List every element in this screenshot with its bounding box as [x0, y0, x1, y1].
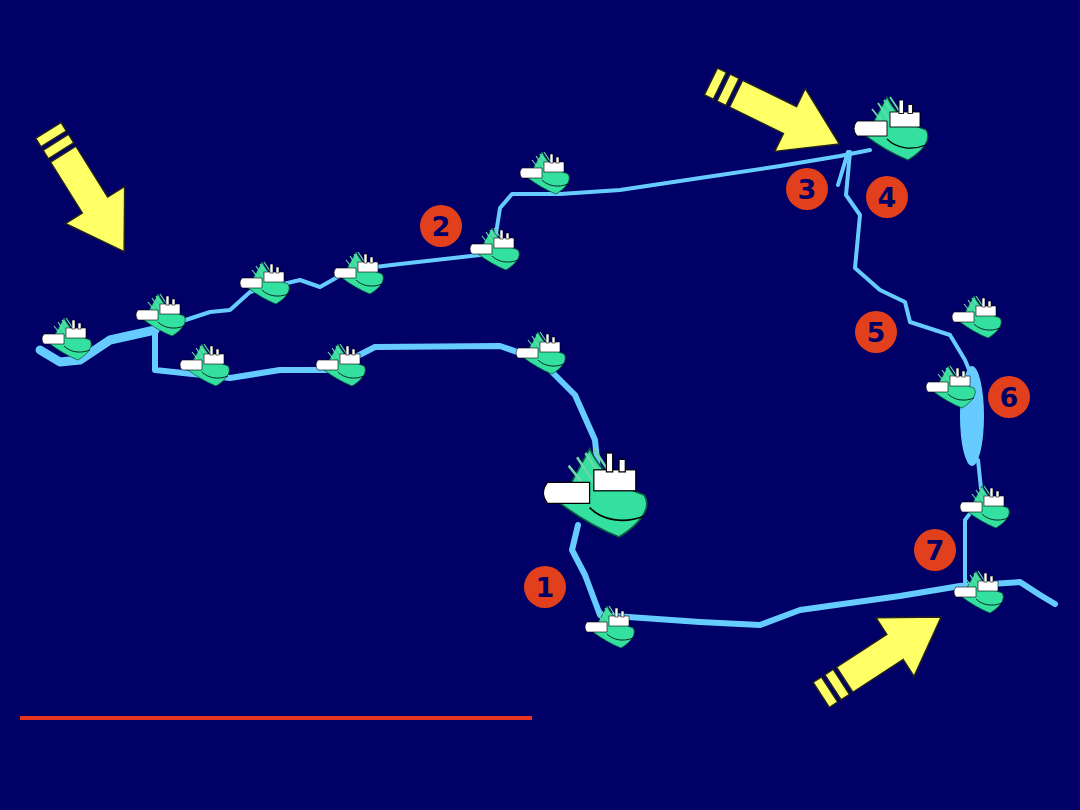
callout-badge: 4 — [866, 176, 908, 218]
callout-number: 6 — [1000, 384, 1019, 411]
callout-number: 7 — [926, 537, 945, 564]
callout-badge: 6 — [988, 376, 1030, 418]
callout-number: 5 — [867, 319, 886, 346]
callout-number: 3 — [798, 176, 817, 203]
callout-badge: 1 — [524, 566, 566, 608]
callout-number: 4 — [878, 184, 897, 211]
callout-badge: 5 — [855, 311, 897, 353]
callout-badge: 7 — [914, 529, 956, 571]
callout-number: 1 — [536, 574, 555, 601]
callout-number: 2 — [432, 213, 451, 240]
callout-badge: 2 — [420, 205, 462, 247]
callout-badge: 3 — [786, 168, 828, 210]
